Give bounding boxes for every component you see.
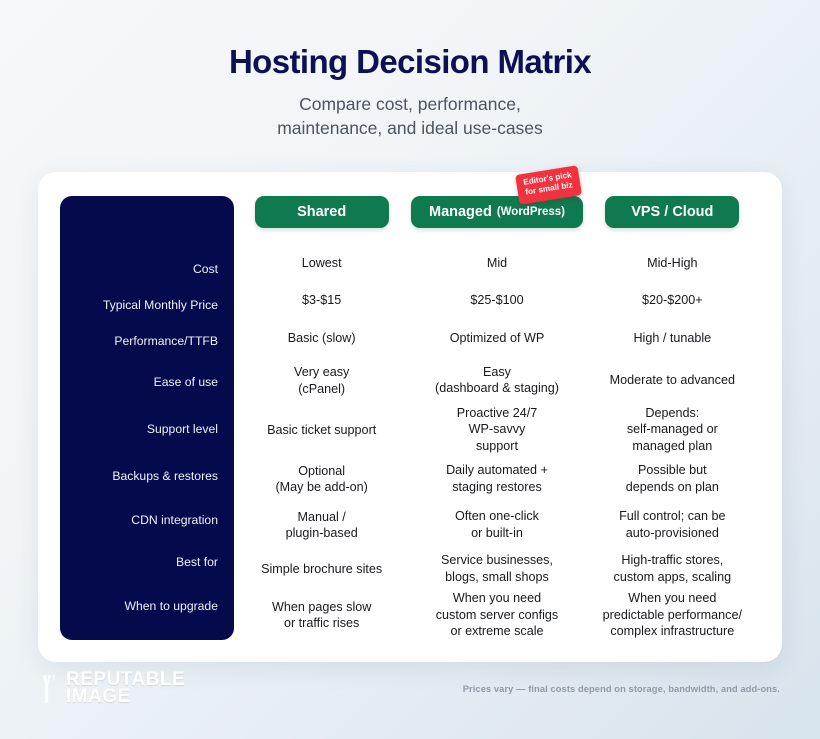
matrix-cell: When you need custom server configs or e… (435, 591, 559, 639)
page-header: Hosting Decision Matrix Compare cost, pe… (0, 0, 820, 141)
matrix-cell: Optional (May be add-on) (275, 463, 368, 495)
brand-logo-text: REPUTABLE IMAGE (66, 669, 186, 707)
row-label: Performance/TTFB (114, 334, 218, 349)
plan-pill-managed[interactable]: Managed (WordPress) (410, 196, 583, 228)
matrix-cell: Manual / plugin-based (285, 509, 358, 541)
page-subtitle-line-1: Compare cost, performance, (299, 94, 521, 115)
row-label: Best for (176, 554, 218, 569)
matrix-cell: Proactive 24/7 WP-savvy support (456, 405, 538, 453)
brand-logo: REPUTABLE IMAGE (40, 669, 186, 707)
matrix-cell: When you need predictable performance/ c… (602, 591, 742, 639)
matrix-cell: Easy (dashboard & staging) (435, 364, 559, 396)
matrix-cell: High-traffic stores, custom apps, scalin… (613, 553, 732, 585)
matrix-cell: Often one-click or built-in (454, 509, 539, 540)
plan-name-managed-suffix: (WordPress) (496, 206, 565, 218)
row-label: CDN integration (131, 512, 218, 527)
tuning-fork-icon (40, 673, 60, 705)
matrix-cell: High / tunable (633, 331, 712, 346)
matrix-cell: Mid-High (647, 255, 698, 270)
row-label: Support level (146, 421, 218, 436)
plan-header-shared: Shared (234, 196, 409, 244)
brand-logo-line-2: IMAGE (66, 685, 131, 707)
plan-column-vps: VPS / Cloud Mid-High $20-$200+ High / tuna… (585, 196, 760, 640)
brand-logo-line-1: REPUTABLE (66, 669, 186, 690)
plan-column-managed: Editor's pick for small biz Managed (Wor… (409, 165, 584, 640)
row-label-column-spacer (70, 204, 220, 252)
matrix-cell: Lowest (301, 255, 342, 270)
matrix-cell: Full control; can be auto-provisioned (619, 509, 726, 540)
matrix-cell: Moderate to advanced (609, 373, 735, 388)
plan-pill-shared[interactable]: Shared (254, 196, 389, 228)
row-label: Cost (192, 262, 218, 277)
matrix-cell: Basic ticket support (267, 422, 377, 437)
row-label: Ease of use (153, 374, 218, 389)
matrix-cell: $20-$200+ (642, 293, 703, 308)
matrix-cell: Mid (486, 255, 508, 270)
matrix-cell: Daily automated + staging restores (446, 463, 548, 494)
matrix-cell: Optimized of WP (449, 331, 545, 346)
matrix-cell: When pages slow or traffic rises (271, 599, 372, 631)
plan-header-managed: Editor's pick for small biz Managed (Wor… (409, 165, 584, 244)
matrix-cell: $25-$100 (470, 293, 524, 308)
plan-name-vps: VPS / Cloud (631, 204, 714, 220)
plan-pill-vps[interactable]: VPS / Cloud (605, 196, 740, 228)
plan-header-vps: VPS / Cloud (585, 196, 760, 244)
matrix-cell: Basic (slow) (287, 331, 356, 346)
page-subtitle-line-2: maintenance, and ideal use-cases (277, 117, 543, 138)
footer-disclaimer: Prices vary — final costs depend on stor… (462, 684, 780, 694)
row-label: Backups & restores (112, 468, 218, 483)
matrix-cell: Depends: self-managed or managed plan (626, 405, 718, 453)
matrix-cell: Service businesses, blogs, small shops (440, 553, 553, 585)
matrix-cell: Simple brochure sites (261, 562, 383, 577)
page-title: Hosting Decision Matrix (228, 43, 592, 80)
row-label: Typical Monthly Price (102, 298, 218, 313)
matrix-cell: $3-$15 (302, 293, 342, 308)
row-label: When to upgrade (124, 598, 218, 613)
plan-name-managed: Managed (428, 204, 492, 220)
page-subtitle: Compare cost, performance, maintenance, … (0, 93, 820, 140)
plan-name-shared: Shared (297, 204, 347, 220)
matrix-cell: Possible but depends on plan (625, 463, 719, 494)
matrix-cell: Very easy (cPanel) (294, 365, 350, 396)
page-footer: REPUTABLE IMAGE Prices vary — final cost… (0, 662, 820, 739)
